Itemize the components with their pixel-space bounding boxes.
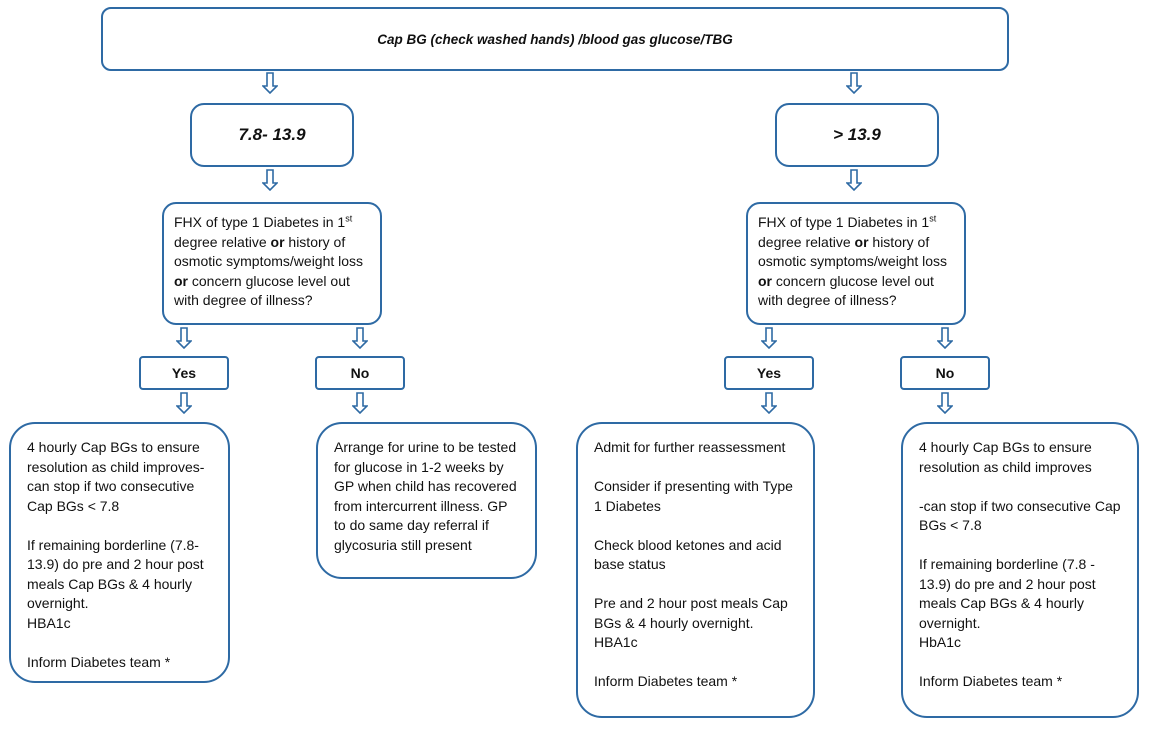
down-arrow-icon	[262, 169, 278, 191]
question-superscript: st	[345, 213, 353, 224]
outcome-high-yes: Admit for further reassessment Consider …	[576, 422, 815, 718]
down-arrow-icon	[761, 327, 777, 349]
outcome-text: Pre and 2 hour post meals Cap BGs & 4 ho…	[594, 595, 788, 631]
question-text: FHX of type 1 Diabetes in 1	[174, 214, 346, 230]
down-arrow-icon	[846, 72, 862, 94]
outcome-high-no: 4 hourly Cap BGs to ensure resolution as…	[901, 422, 1139, 718]
question-or: or	[758, 272, 772, 289]
down-arrow-icon	[352, 392, 368, 414]
range-label-high: > 13.9	[833, 125, 881, 144]
question-text: history of osmotic symptoms/weight loss	[758, 233, 948, 270]
outcome-text: Consider if presenting with Type 1 Diabe…	[594, 478, 793, 514]
question-or: or	[174, 272, 188, 289]
range-box-moderate: 7.8- 13.9	[190, 103, 354, 167]
outcome-moderate-no: Arrange for urine to be tested for gluco…	[316, 422, 537, 579]
question-or: or	[854, 233, 869, 250]
question-or: or	[270, 233, 285, 250]
outcome-text: Inform Diabetes team *	[27, 653, 171, 670]
question-box-high: FHX of type 1 Diabetes in 1st degree rel…	[746, 202, 966, 325]
outcome-moderate-yes: 4 hourly Cap BGs to ensure resolution as…	[9, 422, 230, 683]
down-arrow-icon	[262, 72, 278, 94]
outcome-text: 4 hourly Cap BGs to ensure resolution as…	[919, 439, 1092, 475]
yes-label: Yes	[171, 365, 197, 381]
outcome-text: Admit for further reassessment	[594, 439, 786, 455]
down-arrow-icon	[937, 327, 953, 349]
question-text: degree relative	[174, 233, 271, 250]
outcome-text: If remaining borderline (7.8 - 13.9) do …	[919, 556, 1096, 631]
down-arrow-icon	[176, 327, 192, 349]
range-label-moderate: 7.8- 13.9	[238, 125, 306, 144]
start-text: Cap BG (check washed hands) /blood gas g…	[377, 31, 733, 47]
outcome-text: HBA1c	[594, 634, 638, 650]
outcome-text: Inform Diabetes team *	[594, 673, 738, 689]
question-text: FHX of type 1 Diabetes in 1	[758, 214, 930, 230]
down-arrow-icon	[761, 392, 777, 414]
no-label: No	[350, 365, 370, 381]
outcome-text: Arrange for urine to be tested for gluco…	[334, 439, 517, 553]
outcome-text: HbA1c	[919, 634, 962, 650]
range-box-high: > 13.9	[775, 103, 939, 167]
outcome-text: 4 hourly Cap BGs to ensure resolution as…	[27, 439, 205, 514]
no-label: No	[935, 365, 955, 381]
outcome-text: Inform Diabetes team *	[919, 673, 1063, 689]
question-text: history of osmotic symptoms/weight loss	[174, 233, 364, 270]
no-box-high: No	[900, 356, 990, 390]
outcome-text: HBA1c	[27, 614, 71, 631]
down-arrow-icon	[176, 392, 192, 414]
outcome-text: Check blood ketones and acid base status	[594, 536, 782, 573]
down-arrow-icon	[937, 392, 953, 414]
question-text: concern glucose level out with degree of…	[174, 272, 350, 309]
question-text: degree relative	[758, 233, 855, 250]
question-box-moderate: FHX of type 1 Diabetes in 1st degree rel…	[162, 202, 382, 325]
start-box: Cap BG (check washed hands) /blood gas g…	[101, 7, 1009, 71]
down-arrow-icon	[352, 327, 368, 349]
outcome-text: If remaining borderline (7.8-13.9) do pr…	[27, 536, 204, 612]
question-superscript: st	[929, 213, 937, 224]
outcome-text: -can stop if two consecutive Cap BGs < 7…	[919, 497, 1121, 534]
yes-box-high: Yes	[724, 356, 814, 390]
yes-label: Yes	[756, 365, 782, 381]
question-text: concern glucose level out with degree of…	[758, 272, 934, 309]
no-box-moderate: No	[315, 356, 405, 390]
yes-box-moderate: Yes	[139, 356, 229, 390]
down-arrow-icon	[846, 169, 862, 191]
